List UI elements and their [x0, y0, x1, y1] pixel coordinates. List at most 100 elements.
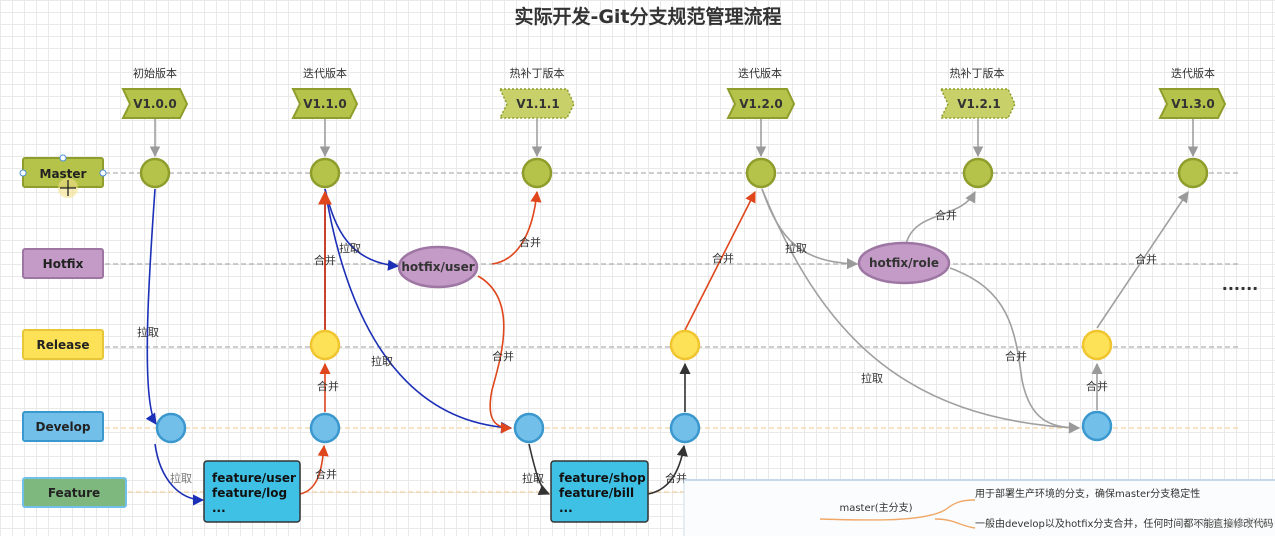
develop-commit[interactable] [155, 412, 187, 444]
edge-label-pull: 拉取 [371, 354, 393, 368]
feature-box-line: feature/log [212, 486, 287, 500]
version-caption: 迭代版本 [1171, 66, 1215, 80]
edge-release-to-master-3 [1096, 191, 1189, 329]
edge-master-to-develop [145, 188, 157, 425]
version-tag-shape[interactable] [121, 88, 189, 119]
edge-master-to-hotfix-role [761, 188, 859, 270]
feature-box-line: feature/user [212, 471, 296, 485]
develop-lane-box[interactable] [22, 411, 104, 442]
edge-label-pull: 拉取 [522, 471, 544, 485]
legend-root: master(主分支) [839, 502, 912, 514]
edge-label-merge: 合并 [519, 235, 541, 249]
master-commit[interactable] [309, 157, 341, 189]
edge-feature-to-develop [299, 444, 329, 495]
edge-label-pull: 拉取 [170, 471, 192, 485]
release-commit[interactable] [309, 329, 341, 361]
master-commit[interactable] [745, 157, 777, 189]
edge-label-merge: 合并 [1086, 379, 1108, 393]
develop-lane-label: Develop [35, 420, 90, 434]
master-commit[interactable] [521, 157, 553, 189]
edge-label-merge: 合并 [317, 379, 339, 393]
edge-develop-to-feature-2 [528, 443, 551, 496]
edge-hotfix-user-to-develop [477, 275, 513, 434]
tag-arrows [149, 119, 1199, 158]
master-commit[interactable] [962, 157, 994, 189]
edge-label-merge: 合并 [315, 467, 337, 481]
version-tag-label: V1.1.0 [303, 97, 346, 111]
lane-labels: Master Hotfix Release Develop Feature [19, 154, 127, 508]
legend-item: 一般由develop以及hotfix分支合并，任何时间都不能直接修改代码 [975, 517, 1273, 530]
version-tag-label: V1.3.0 [1171, 97, 1214, 111]
hotfix-lane-box[interactable] [22, 248, 104, 279]
commit-nodes [139, 157, 1209, 444]
selection-handle[interactable] [99, 169, 107, 177]
edge-hotfix-user-to-master [491, 190, 542, 265]
legend-connector [819, 499, 976, 521]
version-caption: 热补丁版本 [950, 66, 1005, 80]
edge-label-merge: 合并 [1135, 252, 1157, 266]
legend-panel: master(主分支) 用于部署生产环境的分支，确保master分支稳定性 一般… [683, 479, 1275, 536]
selection-handle[interactable] [19, 169, 27, 177]
feature-box-2[interactable] [550, 460, 649, 523]
version-tag-shape[interactable] [498, 88, 575, 119]
edge-label-merge: 合并 [314, 253, 336, 267]
hotfix-role-node[interactable] [857, 241, 951, 285]
selection-handle[interactable] [59, 154, 67, 162]
edge-hotfix-role-to-develop [949, 267, 1081, 434]
hotfix-role-label: hotfix/role [869, 256, 939, 270]
version-tag-label: V1.2.1 [957, 97, 1000, 111]
version-tag-shape[interactable] [939, 88, 1016, 119]
edge-label-pull: 拉取 [861, 371, 883, 385]
develop-commit[interactable] [1081, 410, 1113, 442]
feature-lane-box[interactable] [22, 477, 127, 508]
feature-boxes: feature/user feature/log ... feature/sho… [203, 460, 649, 523]
edge-hotfix-role-to-master [905, 191, 976, 245]
hotfix-user-label: hotfix/user [401, 260, 474, 274]
continuation-ellipsis: ...... [1222, 275, 1258, 294]
hotfix-lane-label: Hotfix [43, 257, 84, 271]
edge-label-merge: 合并 [712, 251, 734, 265]
feature-box-1[interactable] [203, 460, 301, 523]
version-tag-label: V1.1.1 [516, 97, 559, 111]
develop-commit[interactable] [669, 412, 701, 444]
release-commit[interactable] [1081, 329, 1113, 361]
hotfix-user-node[interactable] [397, 245, 479, 289]
edge-label-merge: 合并 [492, 349, 514, 363]
develop-commit[interactable] [513, 412, 545, 444]
edge-feature-to-develop-2 [647, 444, 688, 495]
version-caption: 迭代版本 [738, 66, 782, 80]
lane-lines [105, 172, 1240, 493]
master-commit[interactable] [1177, 157, 1209, 189]
legend-connector [934, 518, 976, 529]
release-lane-label: Release [36, 338, 89, 352]
edge-master-to-develop-2 [324, 188, 513, 433]
edge-label-merge: 合并 [935, 208, 957, 222]
release-commit[interactable] [669, 329, 701, 361]
version-tag-shape[interactable] [726, 88, 796, 119]
feature-box-line: ... [559, 501, 573, 515]
master-commit[interactable] [139, 157, 171, 189]
version-tag-label: V1.2.0 [739, 97, 782, 111]
feature-box-line: feature/shop [559, 471, 646, 485]
feature-box-line: feature/bill [559, 486, 634, 500]
develop-commit[interactable] [309, 412, 341, 444]
edge-label-merge: 合并 [665, 471, 687, 485]
feature-box-line: ... [212, 501, 226, 515]
watermark: CSDN @火炉ee [1194, 517, 1268, 529]
release-lane-box[interactable] [22, 329, 104, 360]
feature-lane-label: Feature [48, 486, 100, 500]
edge-label-pull: 拉取 [137, 325, 159, 339]
edge-release-to-master-2 [684, 191, 756, 331]
version-tag-shape[interactable] [291, 88, 359, 119]
edges [145, 188, 1189, 506]
version-tag-label: V1.0.0 [133, 97, 176, 111]
version-tag-shape[interactable] [1158, 88, 1227, 119]
legend-item: 用于部署生产环境的分支，确保master分支稳定性 [975, 487, 1200, 500]
edge-master-to-develop-3 [761, 188, 1081, 434]
edge-label-merge: 合并 [1005, 349, 1027, 363]
master-lane-label: Master [40, 167, 87, 181]
edge-develop-to-feature [154, 443, 205, 506]
edge-labels: 拉取 拉取 合并 拉取 合并 拉取 合并 合并 合并 拉取 合并 合并 拉取 合… [137, 208, 1157, 485]
page-title: 实际开发-Git分支规范管理流程 [514, 5, 781, 28]
version-caption: 迭代版本 [303, 66, 347, 80]
